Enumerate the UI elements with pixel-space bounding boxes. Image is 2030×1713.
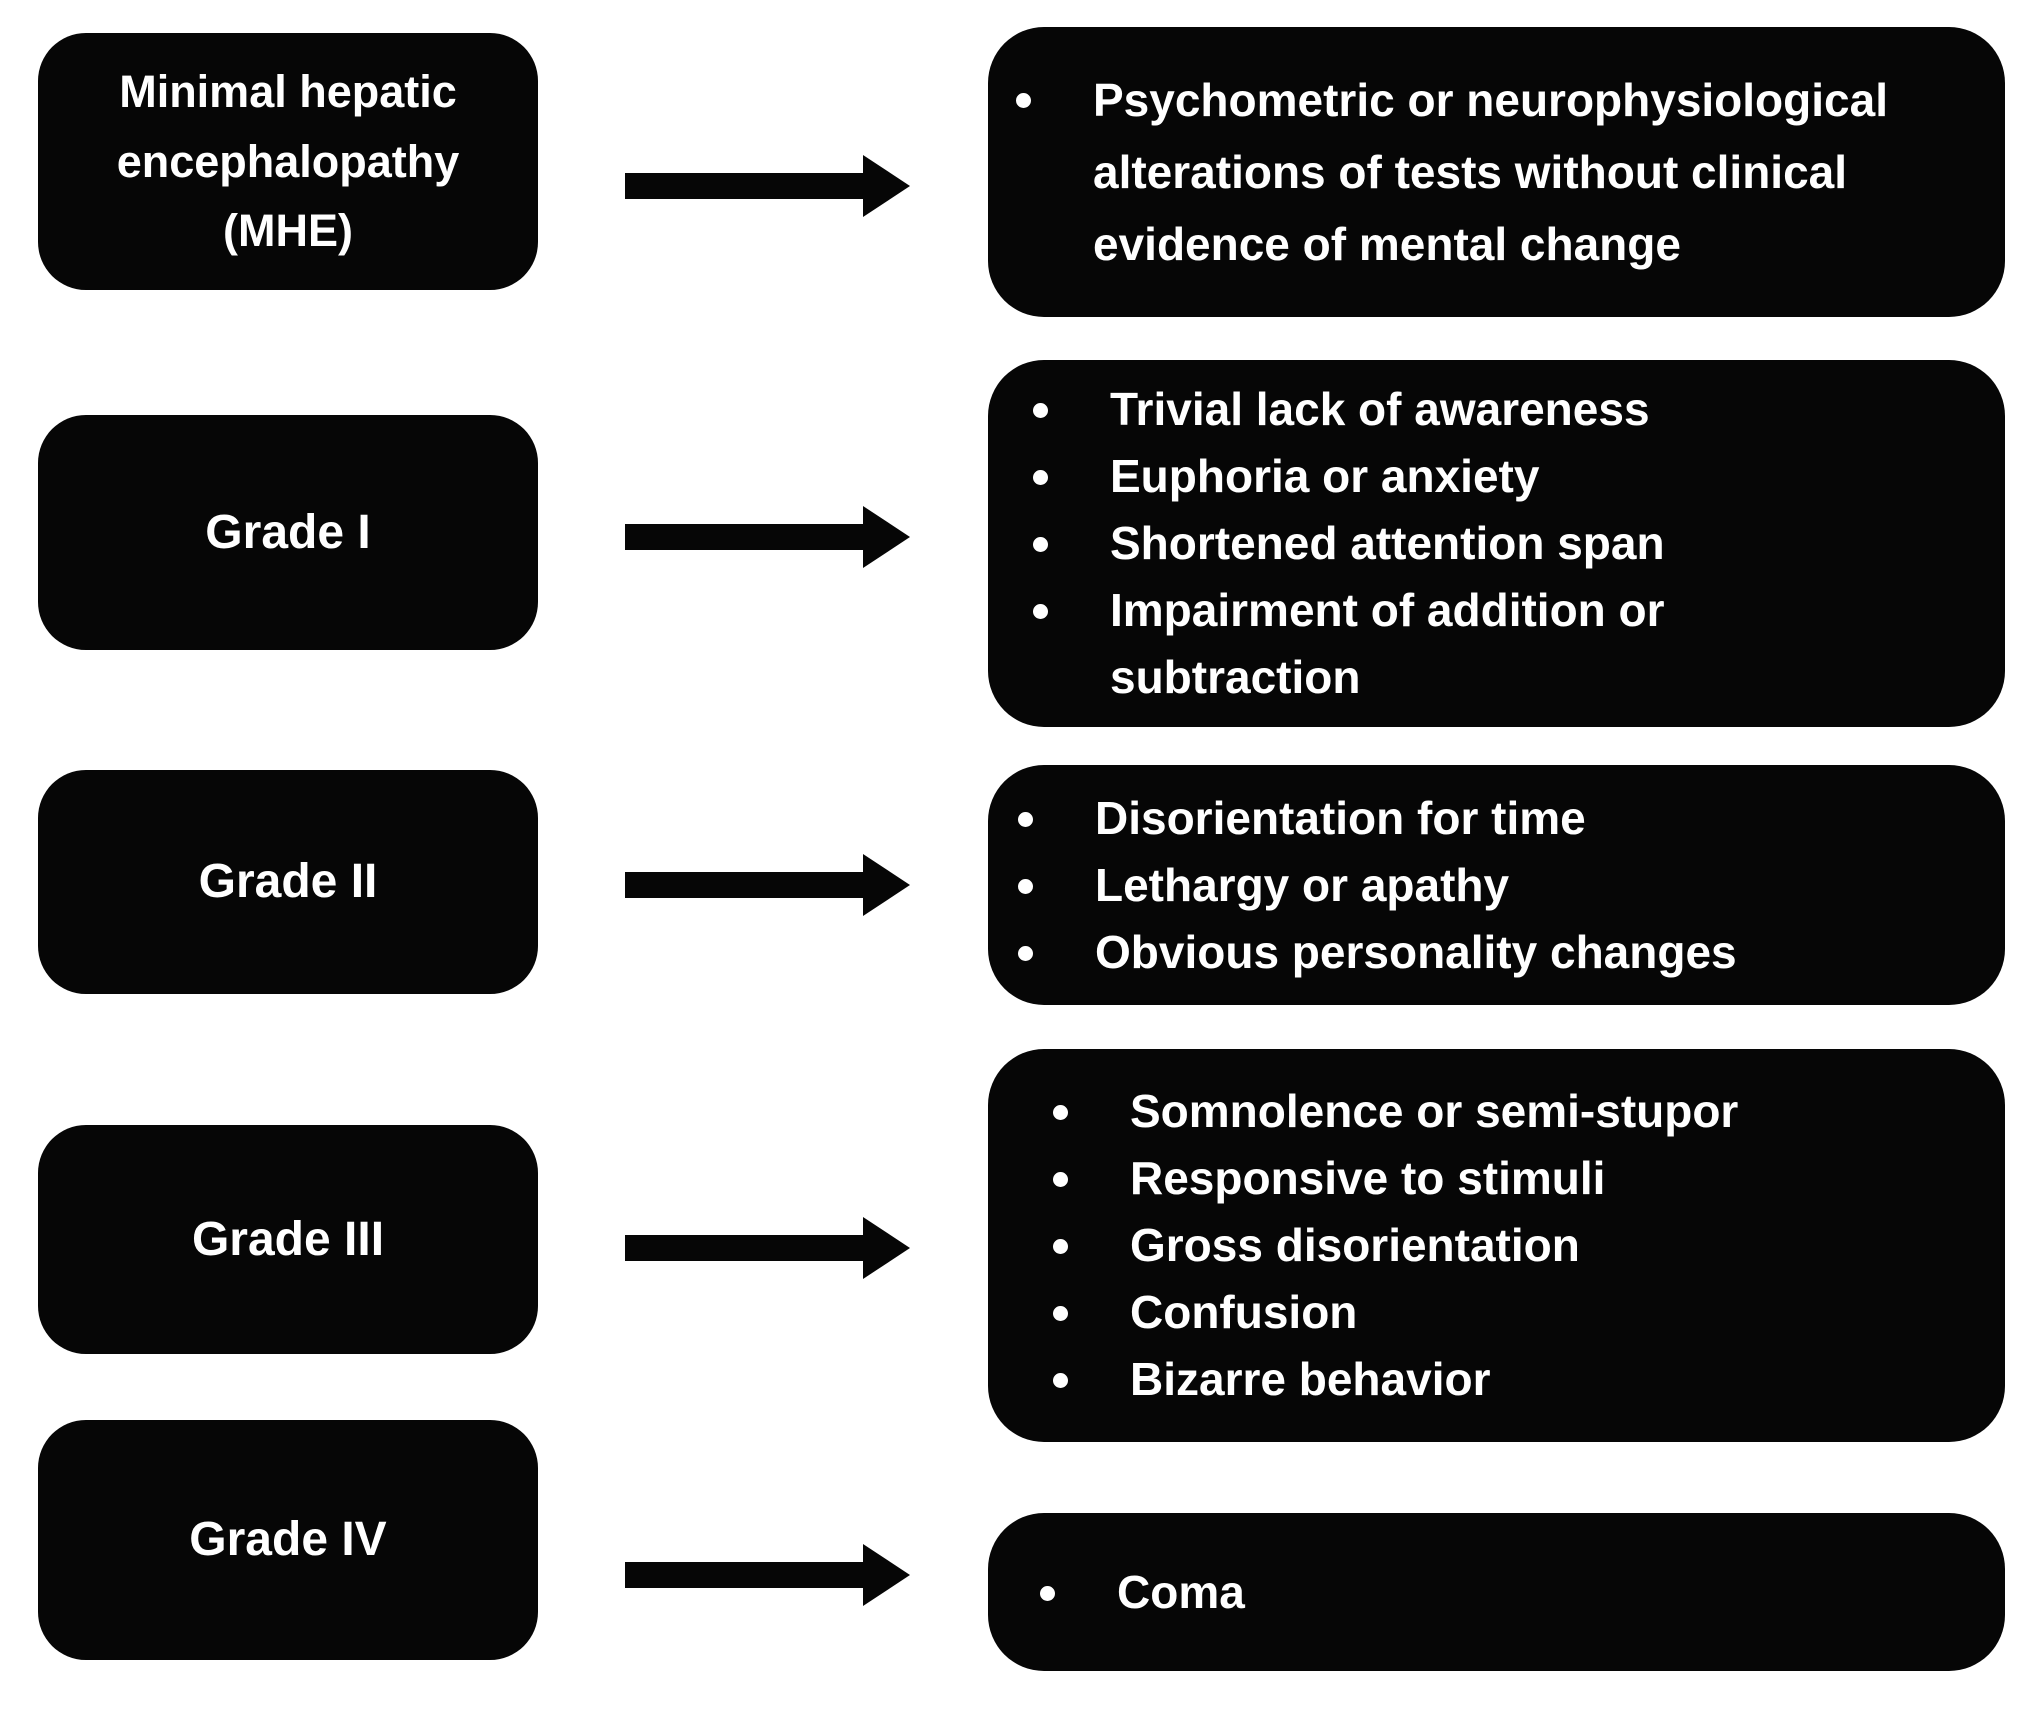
right-arrow-icon bbox=[625, 506, 910, 568]
symptom-text: Euphoria or anxiety bbox=[1110, 450, 1540, 502]
symptom-text: Lethargy or apathy bbox=[1095, 858, 1510, 911]
symptoms-box-grade-2: Disorientation for time Lethargy or apat… bbox=[988, 765, 2005, 1005]
list-item: Somnolence or semi-stupor bbox=[1053, 1078, 1975, 1145]
symptom-text: Obvious personality changes bbox=[1095, 925, 1737, 978]
right-arrow-icon bbox=[625, 155, 910, 217]
bullet-icon bbox=[1018, 811, 1033, 827]
bullet-icon bbox=[1053, 1172, 1068, 1187]
list-item: Confusion bbox=[1053, 1279, 1975, 1346]
list-item: Coma bbox=[1040, 1559, 1975, 1626]
list-item: Disorientation for time bbox=[1018, 785, 1975, 852]
symptom-text: Disorientation for time bbox=[1095, 791, 1586, 844]
stage-box-grade-2: Grade II bbox=[38, 770, 538, 994]
bullet-icon bbox=[1053, 1239, 1068, 1254]
list-item: Psychometric or neurophysiological alter… bbox=[1016, 64, 1975, 280]
bullet-icon bbox=[1053, 1306, 1068, 1321]
bullet-icon bbox=[1033, 470, 1048, 485]
stage-box-grade-3: Grade III bbox=[38, 1125, 538, 1354]
right-arrow-icon bbox=[625, 854, 910, 916]
stage-box-grade-1: Grade I bbox=[38, 415, 538, 650]
symptom-text: Impairment of addition or subtraction bbox=[1110, 584, 1665, 703]
symptoms-box-grade-3: Somnolence or semi-stupor Responsive to … bbox=[988, 1049, 2005, 1442]
list-item: Lethargy or apathy bbox=[1018, 852, 1975, 919]
list-item: Impairment of addition or subtraction bbox=[1033, 577, 1975, 711]
list-item: Trivial lack of awareness bbox=[1033, 376, 1975, 443]
symptom-text: Trivial lack of awareness bbox=[1110, 383, 1650, 435]
stage-box-mhe: Minimal hepatic encephalopathy (MHE) bbox=[38, 33, 538, 290]
bullet-icon bbox=[1053, 1105, 1068, 1120]
symptom-text: Shortened attention span bbox=[1110, 517, 1665, 569]
list-item: Bizarre behavior bbox=[1053, 1346, 1975, 1413]
list-item: Obvious personality changes bbox=[1018, 919, 1975, 986]
symptom-text: Somnolence or semi-stupor bbox=[1130, 1085, 1739, 1137]
bullet-icon bbox=[1018, 945, 1033, 961]
stage-label-grade-2: Grade II bbox=[198, 855, 378, 908]
symptom-text: Psychometric or neurophysiological alter… bbox=[1093, 74, 1888, 270]
stage-label-grade-1: Grade I bbox=[205, 505, 371, 559]
stage-label-grade-4: Grade IV bbox=[189, 1513, 387, 1566]
bullet-icon bbox=[1033, 403, 1048, 418]
list-item: Gross disorientation bbox=[1053, 1212, 1975, 1279]
bullet-icon bbox=[1016, 93, 1031, 108]
symptom-text: Coma bbox=[1117, 1565, 1245, 1618]
bullet-icon bbox=[1018, 878, 1033, 894]
symptoms-box-grade-1: Trivial lack of awareness Euphoria or an… bbox=[988, 360, 2005, 727]
bullet-icon bbox=[1053, 1373, 1068, 1388]
stage-label-mhe: Minimal hepatic encephalopathy (MHE) bbox=[116, 65, 460, 257]
symptom-text: Confusion bbox=[1130, 1286, 1358, 1338]
symptoms-box-mhe: Psychometric or neurophysiological alter… bbox=[988, 27, 2005, 317]
stage-label-grade-3: Grade III bbox=[191, 1212, 385, 1266]
list-item: Shortened attention span bbox=[1033, 510, 1975, 577]
symptom-text: Gross disorientation bbox=[1130, 1219, 1580, 1271]
bullet-icon bbox=[1040, 1585, 1055, 1601]
bullet-icon bbox=[1033, 537, 1048, 552]
list-item: Responsive to stimuli bbox=[1053, 1145, 1975, 1212]
symptom-text: Responsive to stimuli bbox=[1130, 1152, 1606, 1204]
stage-box-grade-4: Grade IV bbox=[38, 1420, 538, 1660]
right-arrow-icon bbox=[625, 1217, 910, 1279]
symptoms-box-grade-4: Coma bbox=[988, 1513, 2005, 1671]
list-item: Euphoria or anxiety bbox=[1033, 443, 1975, 510]
symptom-text: Bizarre behavior bbox=[1130, 1353, 1491, 1405]
bullet-icon bbox=[1033, 604, 1048, 619]
right-arrow-icon bbox=[625, 1544, 910, 1606]
